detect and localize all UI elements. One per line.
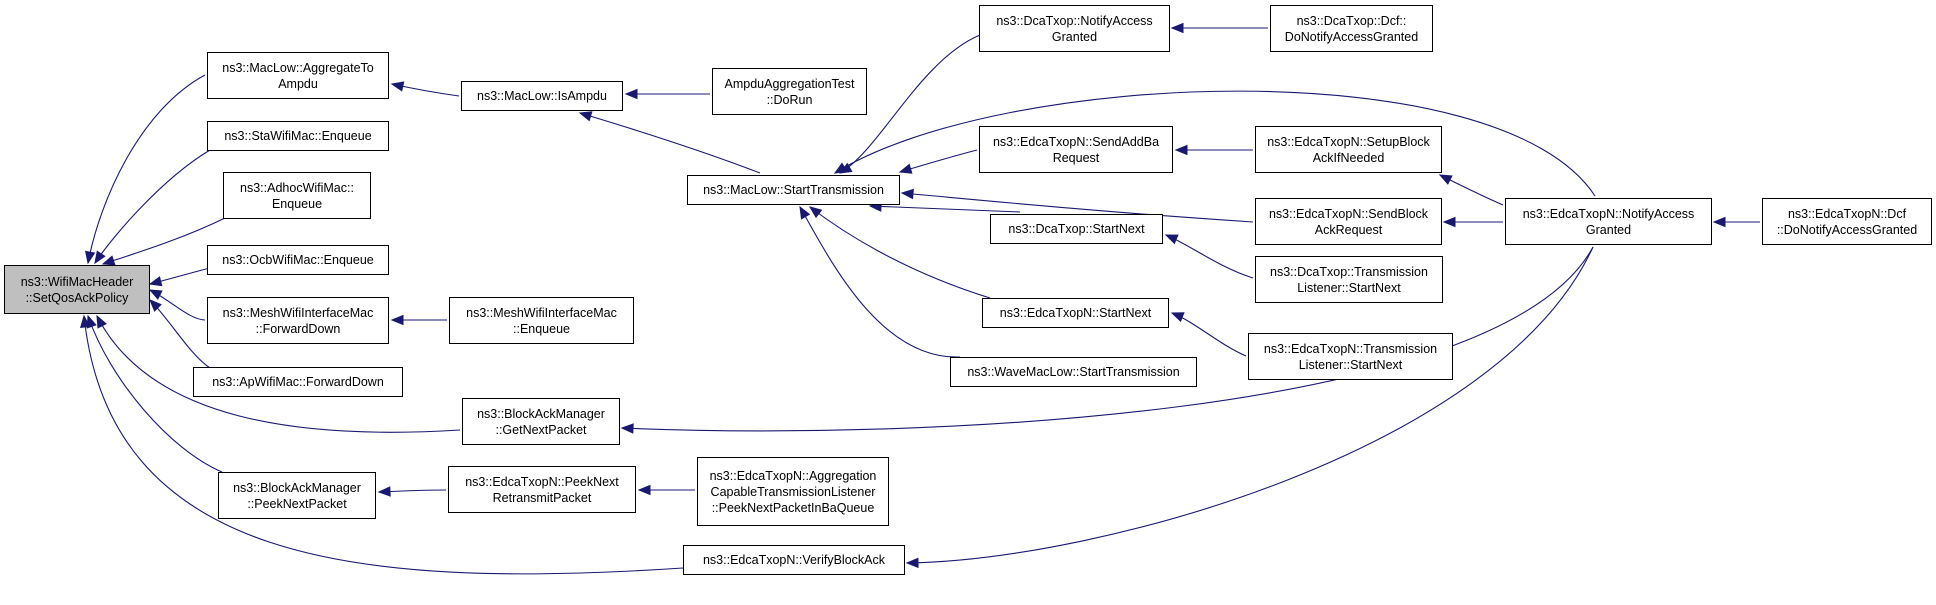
arrowhead-n2-n0 [94, 250, 106, 265]
node-dcatxop-notifyaccessgranted[interactable]: ns3::DcaTxop::NotifyAccess Granted [979, 5, 1170, 52]
edge-n8-n0 [87, 315, 223, 473]
edge-n9-n0 [83, 315, 684, 575]
node-apwifimac-forwarddown[interactable]: ns3::ApWifiMac::ForwardDown [193, 367, 403, 397]
arrowhead-n7-n0 [96, 314, 107, 329]
node-maclow-isampdu[interactable]: ns3::MacLow::IsAmpdu [461, 81, 623, 111]
arrowhead-n11-n5 [390, 314, 404, 326]
arrowhead-n1-n0 [84, 250, 96, 265]
node-ocbwifimac-enqueue[interactable]: ns3::OcbWifiMac::Enqueue [207, 245, 389, 275]
node-edcatxopn-dcf-donotifyaccessgranted[interactable]: ns3::EdcaTxopN::Dcf ::DoNotifyAccessGran… [1762, 198, 1932, 245]
arrowhead-n9-n0 [80, 314, 91, 328]
arrowhead-n25-n19 [1170, 312, 1185, 323]
edge-n17-n14 [899, 149, 978, 173]
arrowhead-n13-n10 [624, 88, 638, 100]
edge-n25-n19 [1171, 312, 1247, 357]
node-wifimacheader-setqosackpolicy: ns3::WifiMacHeader ::SetQosAckPolicy [4, 265, 150, 314]
node-edcatxopn-notifyaccessgranted[interactable]: ns3::EdcaTxopN::NotifyAccess Granted [1505, 198, 1712, 245]
arrowhead-n12-n8 [377, 486, 391, 497]
node-meshwifiinterfacemac-enqueue[interactable]: ns3::MeshWifiInterfaceMac ::Enqueue [449, 297, 634, 344]
arrowhead-n27-n26 [1712, 216, 1726, 228]
arrowhead-n23-n14 [900, 188, 914, 200]
arrowhead-n26-n22 [1438, 174, 1453, 185]
node-wavemaclow-starttransmission[interactable]: ns3::WaveMacLow::StartTransmission [950, 357, 1197, 387]
arrowhead-n26-n9 [905, 557, 919, 569]
arrowhead-n5-n0 [148, 289, 163, 300]
arrowhead-n14-n10 [578, 111, 593, 122]
arrowhead-n15-n12 [637, 484, 651, 496]
node-dcatxop-dcf-donotifyaccessgranted[interactable]: ns3::DcaTxop::Dcf:: DoNotifyAccessGrante… [1270, 5, 1433, 52]
arrowhead-n6-n0 [149, 299, 162, 312]
arrowhead-n4-n0 [148, 276, 163, 287]
node-maclow-starttransmission[interactable]: ns3::MacLow::StartTransmission [687, 175, 900, 205]
edge-n26-n14 [834, 90, 1596, 197]
node-edcatxopn-peeknextretransmitpacket[interactable]: ns3::EdcaTxopN::PeekNext RetransmitPacke… [448, 466, 636, 513]
arrowhead-n17-n14 [898, 163, 913, 174]
arrowhead-n26-n7 [620, 423, 634, 434]
edge-n26-n7 [621, 246, 1594, 432]
edge-n6-n0 [149, 299, 211, 369]
edge-n20-n14 [799, 206, 961, 358]
arrowhead-n20-n14 [799, 205, 811, 220]
node-edcatxopn-transmissionlistener-startnext[interactable]: ns3::EdcaTxopN::Transmission Listener::S… [1248, 333, 1453, 380]
arrowhead-n21-n16 [1170, 22, 1184, 34]
node-blockackmanager-peeknextpacket[interactable]: ns3::BlockAckManager ::PeekNextPacket [218, 472, 376, 519]
node-stawifimac-enqueue[interactable]: ns3::StaWifiMac::Enqueue [207, 121, 389, 151]
edge-n19-n14 [809, 206, 991, 299]
edge-n14-n10 [579, 112, 761, 174]
node-maclow-aggregatetoampdu[interactable]: ns3::MacLow::AggregateTo Ampdu [207, 52, 389, 99]
arrowhead-n26-n14 [833, 162, 848, 174]
node-adhocwifimac-enqueue[interactable]: ns3::AdhocWifiMac:: Enqueue [223, 172, 371, 219]
edge-n26-n9 [906, 246, 1594, 564]
node-edcatxopn-startnext[interactable]: ns3::EdcaTxopN::StartNext [982, 298, 1169, 328]
arrowhead-n10-n1 [390, 81, 405, 92]
edge-n18-n14 [869, 205, 1021, 213]
node-dcatxop-transmissionlistener-startnext[interactable]: ns3::DcaTxop::Transmission Listener::Sta… [1255, 256, 1443, 303]
node-meshwifiinterfacemac-forwarddown[interactable]: ns3::MeshWifiInterfaceMac ::ForwardDown [207, 297, 389, 344]
arrowhead-n3-n0 [101, 255, 116, 266]
node-edcatxopn-sendblockackrequest[interactable]: ns3::EdcaTxopN::SendBlock AckRequest [1255, 198, 1442, 245]
node-edcatxopn-sendaddbarequest[interactable]: ns3::EdcaTxopN::SendAddBa Request [979, 126, 1173, 173]
node-blockackmanager-getnextpacket[interactable]: ns3::BlockAckManager ::GetNextPacket [462, 398, 620, 445]
node-edcatxopn-verifyblockack[interactable]: ns3::EdcaTxopN::VerifyBlockAck [683, 545, 905, 575]
node-ampduaggregationtest-dorun[interactable]: AmpduAggregationTest ::DoRun [712, 68, 867, 115]
arrowhead-n19-n14 [808, 206, 823, 219]
edge-n23-n14 [901, 192, 1254, 223]
arrowhead-n22-n17 [1174, 144, 1188, 156]
arrowhead-n26-n23 [1442, 216, 1456, 228]
edge-n24-n18 [1165, 234, 1254, 279]
node-edcatxopn-setupblockackifneeded[interactable]: ns3::EdcaTxopN::SetupBlock AckIfNeeded [1255, 126, 1442, 173]
edge-n7-n0 [96, 315, 461, 433]
node-edcatxopn-peeknextpacketinbaqueue[interactable]: ns3::EdcaTxopN::Aggregation CapableTrans… [697, 457, 889, 526]
edge-n2-n0 [94, 149, 211, 264]
arrowhead-n24-n18 [1164, 234, 1179, 245]
node-dcatxop-startnext[interactable]: ns3::DcaTxop::StartNext [990, 214, 1163, 244]
edge-n1-n0 [87, 74, 206, 264]
